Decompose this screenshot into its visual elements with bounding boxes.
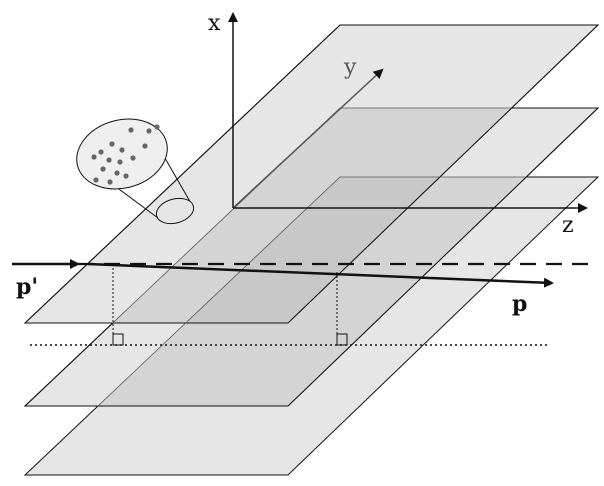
particle-dots <box>91 124 160 185</box>
outgoing-beam-arrow <box>87 262 554 288</box>
magnified-ellipse <box>76 118 168 190</box>
z-axis-label: z <box>562 213 574 238</box>
incoming-beam-label: p' <box>16 274 38 300</box>
small-ellipse <box>155 197 195 225</box>
coordinate-axes: x y z <box>208 11 588 238</box>
right-angle-marker-2 <box>336 333 348 346</box>
y-axis-label: y <box>343 55 357 80</box>
right-angle-marker-1 <box>112 333 124 346</box>
x-axis-label: x <box>208 11 221 36</box>
y-axis <box>232 68 384 209</box>
outgoing-beam-label: p <box>512 291 527 317</box>
magnified-particles <box>76 118 195 225</box>
